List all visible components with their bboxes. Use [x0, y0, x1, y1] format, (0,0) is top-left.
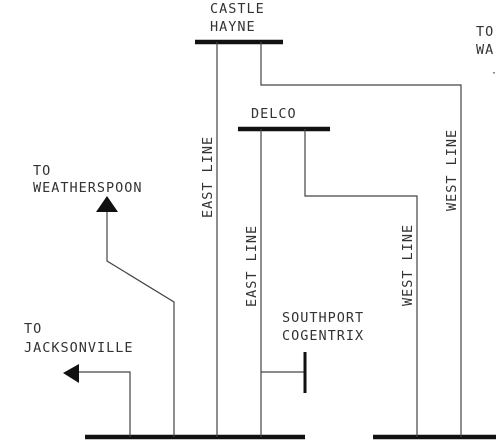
- jacksonville-line: [79, 371, 131, 437]
- castle-label: CASTLE: [210, 1, 265, 17]
- hayne-label: HAYNE: [210, 19, 256, 35]
- weatherspoon-arrow-icon: [96, 196, 118, 212]
- jacksonville-label: JACKSONVILLE: [24, 340, 134, 356]
- southport-label: SOUTHPORT: [282, 310, 364, 326]
- weatherspoon-label: WEATHERSPOON: [33, 180, 143, 196]
- east-line-label-1: EAST LINE: [200, 136, 216, 218]
- castle-hayne-west-line: [260, 42, 462, 437]
- delco-west-line: [304, 129, 418, 437]
- top-right-to-label: TO: [476, 24, 494, 40]
- delco-label: DELCO: [251, 106, 297, 122]
- top-right-tick: ·: [491, 68, 496, 79]
- jacksonville-arrow-icon: [63, 364, 79, 383]
- to-weatherspoon-label: TO: [33, 163, 51, 179]
- east-line-label-2: EAST LINE: [244, 225, 260, 307]
- west-line-label-2: WEST LINE: [444, 129, 460, 211]
- to-jacksonville-label: TO: [24, 321, 42, 337]
- cogentrix-label: COGENTRIX: [282, 328, 364, 344]
- top-right-partial-label: WA: [476, 42, 494, 58]
- weatherspoon-line: [106, 207, 175, 437]
- west-line-label-1: WEST LINE: [400, 224, 416, 306]
